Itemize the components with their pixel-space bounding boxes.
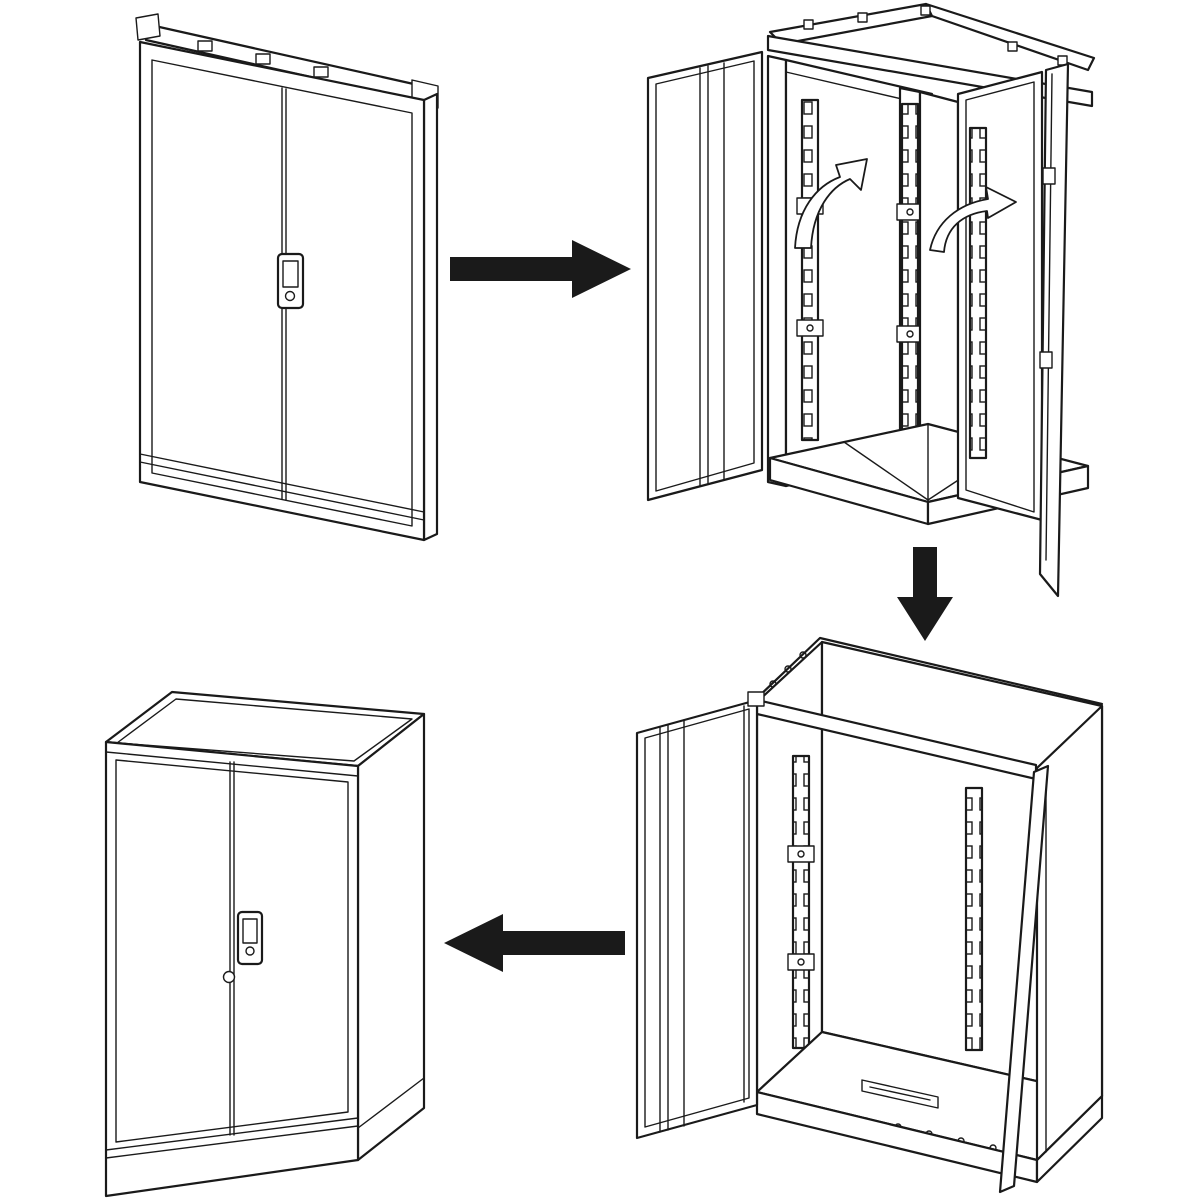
shelf-rail (968, 126, 988, 460)
bolt (1007, 41, 1018, 52)
step-3-carcass-open-doors (635, 636, 1104, 1194)
lock-plate (242, 918, 258, 944)
shelf-rail (800, 98, 820, 442)
flow-arrow-down (897, 547, 953, 641)
right-door-ajar (998, 764, 1050, 1194)
rotate-up-arrow-icon (794, 158, 868, 249)
flow-arrow-left (444, 914, 625, 972)
left-door-border (644, 708, 750, 1128)
side-kick-line (357, 1077, 425, 1129)
top-clip (255, 53, 271, 65)
kick-plate-line (139, 453, 425, 521)
shelf-clip (787, 845, 815, 863)
cabinet-side-face (356, 712, 426, 1162)
back-wall-right (918, 90, 960, 472)
top-clip (197, 40, 213, 52)
hinge-post (766, 54, 788, 488)
rotate-right-arrow-icon (929, 186, 1017, 253)
arrow-right-icon (450, 240, 631, 298)
door-border (115, 759, 349, 1143)
left-door-open (646, 50, 764, 502)
kick-plate-line (105, 1117, 359, 1159)
shelf-rail (791, 754, 811, 1050)
step-1-flat-pack (135, 13, 439, 542)
shelf-clip-hole (906, 208, 914, 216)
shelf-clip-hole (797, 958, 805, 966)
bolt (920, 5, 931, 16)
corner-bracket-left (135, 13, 161, 41)
step-2-unfolding (646, 2, 1096, 598)
top-clip (313, 66, 329, 78)
shelf-clip-hole (806, 324, 814, 332)
shelf-rail (900, 102, 920, 446)
shelf-clip-hole (797, 850, 805, 858)
arrow-left-icon (444, 914, 625, 972)
right-door-line (1045, 73, 1053, 561)
lock-plate (282, 260, 299, 288)
shelf-clip (796, 319, 824, 337)
door-seam (229, 761, 235, 1136)
right-side-face (1035, 704, 1104, 1162)
right-panel-border (965, 81, 1035, 513)
right-door-edge (1038, 62, 1070, 598)
top-trim-line (105, 751, 359, 777)
arrow-down-icon (897, 547, 953, 641)
flow-arrow-right (450, 240, 631, 298)
shelf-clip (787, 953, 815, 971)
pack-side-edge (422, 92, 439, 542)
keyhole-icon (284, 290, 296, 302)
door-border (151, 59, 413, 527)
left-door-open (635, 698, 759, 1140)
shelf-rail (964, 786, 984, 1052)
door-latch (1042, 167, 1056, 185)
cabinet-top-border (116, 698, 413, 762)
floor-slot (869, 1086, 931, 1101)
key-cylinder-icon (222, 970, 236, 984)
door-latch (1039, 351, 1053, 369)
keyhole-icon (245, 946, 255, 956)
left-door-border (655, 60, 755, 492)
cabinet-front-face (104, 740, 360, 1198)
top-frame-bar (768, 2, 934, 46)
bolt (857, 12, 868, 23)
hinge-bracket (747, 691, 765, 707)
shelf-clip-hole (906, 330, 914, 338)
bolt (803, 19, 814, 30)
door-stiffeners (659, 719, 685, 1133)
top-frame-bar (924, 2, 1096, 72)
step-4-assembled-cabinet (104, 690, 426, 1198)
door-stiffeners (699, 62, 725, 487)
